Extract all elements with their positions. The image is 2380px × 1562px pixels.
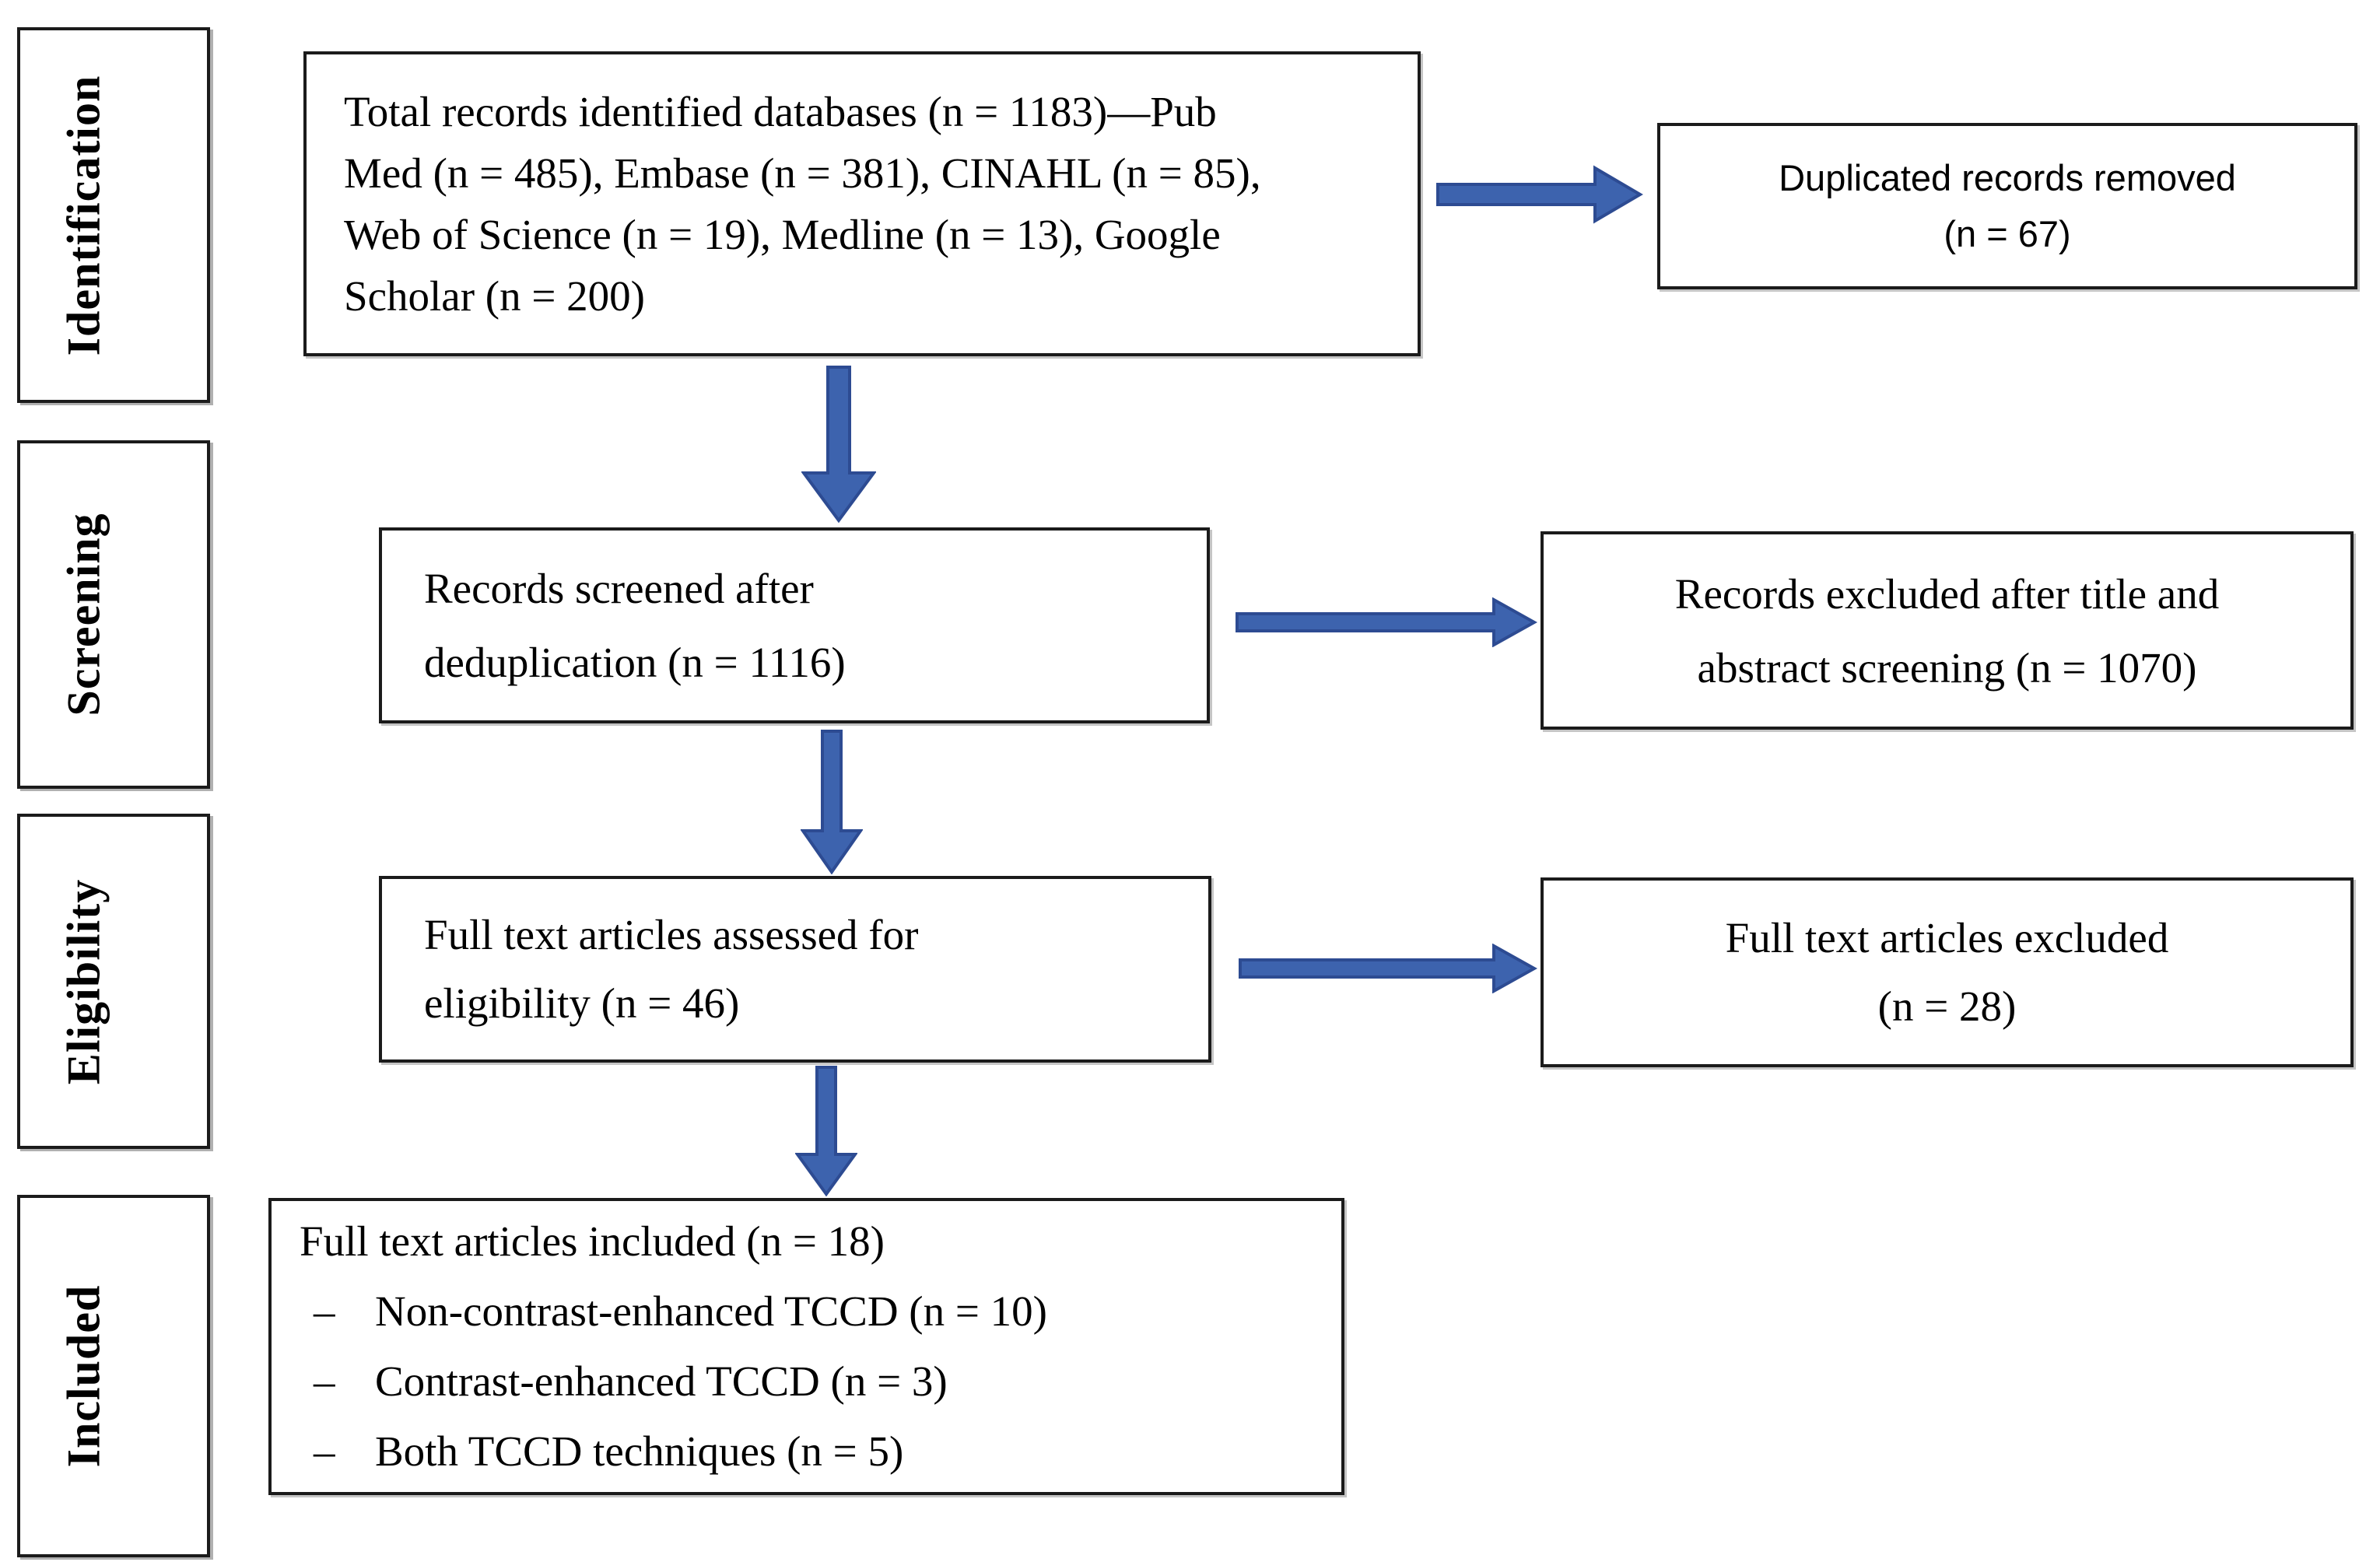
fulltext-assessed-text: Full text articles assessed for <box>424 911 919 958</box>
included-item-contrast: – Contrast-enhanced TCCD (n = 3) <box>300 1347 948 1417</box>
records-excluded-text: Records excluded after title and <box>1674 569 2220 618</box>
dash-bullet: – <box>314 1287 335 1335</box>
stage-label-screening: Screening <box>58 513 110 716</box>
arrow-right-icon <box>1236 597 1537 647</box>
box-fulltext-excluded: Full text articles excluded (n = 28) <box>1541 877 2354 1067</box>
box-fulltext-included: Full text articles included (n = 18) – N… <box>268 1198 1344 1495</box>
stage-label-identification: Identification <box>58 75 110 355</box>
stage-box-included: Included <box>17 1195 210 1557</box>
records-identified-text: Total records identified databases (n = … <box>344 88 1217 135</box>
dash-bullet: – <box>314 1357 335 1405</box>
box-records-excluded-screening: Records excluded after title and abstrac… <box>1541 531 2354 730</box>
arrow-down-icon <box>801 730 863 874</box>
included-item-label: Both TCCD techniques (n = 5) <box>375 1427 904 1475</box>
included-item-label: Contrast-enhanced TCCD (n = 3) <box>375 1357 948 1405</box>
included-item-label: Non-contrast-enhanced TCCD (n = 10) <box>375 1287 1047 1335</box>
included-item-both: – Both TCCD techniques (n = 5) <box>300 1417 903 1487</box>
stage-label-eligibility: Eligibility <box>58 878 110 1084</box>
fulltext-included-title: Full text articles included (n = 18) <box>300 1217 885 1265</box>
included-item-noncontrast: – Non-contrast-enhanced TCCD (n = 10) <box>300 1277 1047 1347</box>
arrow-right-icon <box>1239 944 1537 993</box>
box-fulltext-assessed: Full text articles assessed for eligibil… <box>379 876 1211 1063</box>
fulltext-excluded-text: Full text articles excluded <box>1725 914 2169 961</box>
duplicates-removed-count: (n = 67) <box>1944 213 2071 254</box>
fulltext-excluded-count: (n = 28) <box>1877 982 2017 1030</box>
box-records-identified: Total records identified databases (n = … <box>303 51 1421 356</box>
stage-box-eligibility: Eligibility <box>17 814 210 1149</box>
arrow-down-icon <box>795 1066 857 1196</box>
stage-label-included: Included <box>58 1284 110 1468</box>
duplicates-removed-text: Duplicated records removed <box>1779 157 2236 198</box>
stage-box-identification: Identification <box>17 27 210 403</box>
arrow-down-icon <box>801 366 876 523</box>
arrow-right-icon <box>1436 165 1643 224</box>
stage-box-screening: Screening <box>17 440 210 789</box>
dash-bullet: – <box>314 1427 335 1475</box>
box-records-screened: Records screened after deduplication (n … <box>379 527 1210 723</box>
records-screened-text: Records screened after <box>424 565 814 612</box>
box-duplicates-removed: Duplicated records removed (n = 67) <box>1657 123 2357 289</box>
